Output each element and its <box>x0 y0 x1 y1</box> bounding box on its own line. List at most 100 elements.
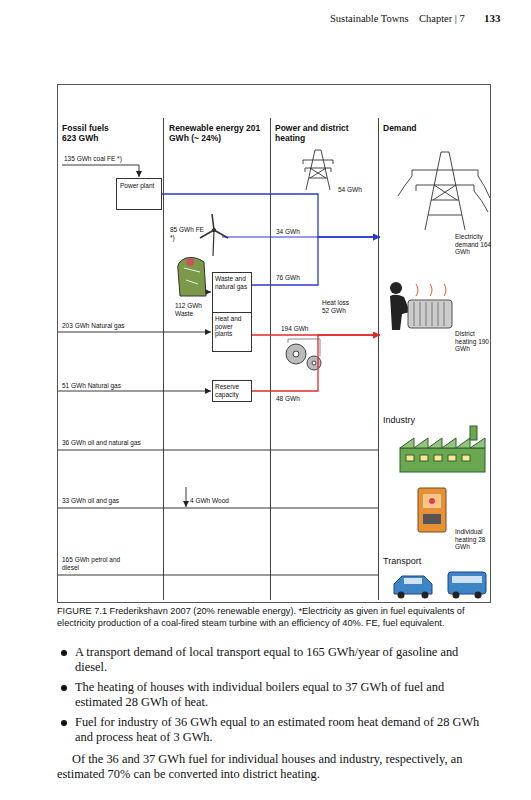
car-icon <box>394 572 486 599</box>
boiler-icon <box>418 488 446 532</box>
car-icon <box>398 592 405 599</box>
flow-label: 36 GWh oil and natural gas <box>62 439 141 447</box>
bullet-text: Fuel for industry of 36 GWh equal to an … <box>75 715 488 745</box>
boiler-icon <box>423 494 441 508</box>
flow-label: 76 GWh <box>276 274 300 282</box>
boiler-icon <box>418 488 446 532</box>
pylon-icon <box>303 150 333 190</box>
column-heading: Renewable energy 201 GWh (~ 24%) <box>169 123 261 143</box>
column-divider <box>164 118 379 600</box>
process-box: Waste and natural gasHeat and power plan… <box>212 272 252 352</box>
heat-loss-icon <box>286 339 321 370</box>
factory-icon <box>434 455 442 461</box>
heat-loss-icon <box>312 361 316 365</box>
fuel-leader-line <box>58 165 378 575</box>
wind-power-line <box>222 236 318 237</box>
flow-label: 203 GWh Natural gas <box>62 322 125 330</box>
demand-node: Transport <box>380 553 495 600</box>
flow-label: 34 GWh <box>276 228 300 236</box>
energy-flow-arrow <box>162 194 380 237</box>
factory-icon <box>420 455 428 461</box>
car-icon <box>448 572 486 594</box>
flow-label: 85 GWh FE *) <box>170 226 210 241</box>
car-icon <box>422 592 429 599</box>
flow-label: Heat loss 52 GWh <box>322 299 358 314</box>
column-divider <box>163 118 164 600</box>
fuel-leader-line <box>58 575 378 576</box>
flow-label: 33 GWh oil and gas <box>62 497 119 505</box>
node-text: District heating 190 GWh <box>455 330 495 353</box>
column-divider <box>270 118 271 600</box>
flow-label: 54 GWh <box>338 186 362 194</box>
factory-icon <box>470 426 477 440</box>
district-heating-icon <box>414 302 444 326</box>
electricity-demand-icon <box>412 152 478 230</box>
factory-icon <box>406 455 470 461</box>
car-icon <box>453 592 460 599</box>
fuel-leader-line <box>58 450 378 451</box>
node-text: Electricity demand 164 GWh <box>455 233 495 256</box>
chapter-number: Chapter | 7 <box>419 13 465 25</box>
fuel-leader-line <box>58 508 378 509</box>
bullet-text: A transport demand of local transport eq… <box>75 645 488 675</box>
factory-icon <box>400 426 485 472</box>
energy-flow-arrow <box>252 237 380 285</box>
body-paragraph: Of the 36 and 37 GWh fuel for individual… <box>57 752 490 782</box>
flow-label: 165 GWh petrol and diesel <box>62 556 132 571</box>
energy-flow-arrow <box>252 335 380 391</box>
figure-caption: FIGURE 7.1 Frederikshavn 2007 (20% renew… <box>57 606 492 629</box>
bullet-text: The heating of houses with individual bo… <box>75 680 488 710</box>
electricity-demand-icon <box>398 152 490 230</box>
wind-turbine-icon <box>212 228 215 231</box>
car-icon <box>475 592 482 599</box>
car-icon <box>452 576 482 583</box>
fuel-leader-line <box>58 391 211 392</box>
node-text: Transport <box>383 556 421 566</box>
waste-bin-icon <box>186 258 194 266</box>
waste-bin-icon <box>178 258 206 297</box>
node-text: Waste and natural gas <box>213 273 251 313</box>
column-divider <box>378 118 379 600</box>
wind-turbine-icon <box>213 230 214 256</box>
process-box: Reserve capacity <box>212 380 252 402</box>
flow-label: 4 GWh Wood <box>190 497 229 505</box>
pylon-icon <box>303 150 333 190</box>
bullet-dot <box>61 650 67 726</box>
district-heating-icon <box>390 282 452 330</box>
wind-turbine-icon <box>200 214 228 238</box>
fuel-leader-line <box>62 165 139 177</box>
flow-label: 135 GWh coal FE *) <box>64 155 122 163</box>
flow-label: 112 GWh Waste <box>175 302 207 317</box>
car-icon <box>404 578 422 584</box>
bullet-dot <box>61 685 67 691</box>
page-number: 133 <box>484 12 501 24</box>
column-heading: Fossil fuels 623 GWh <box>62 123 124 143</box>
fuel-leader-line <box>186 487 187 507</box>
energy-flow-arrow <box>252 334 380 335</box>
car-icon <box>394 576 432 594</box>
node-text: Power plant <box>120 182 158 190</box>
factory-icon <box>462 455 470 461</box>
heat-loss-icon <box>307 356 321 370</box>
node-text: Individual heating 28 GWh <box>455 528 495 551</box>
column-heading: Power and district heating <box>275 123 370 143</box>
factory-icon <box>406 455 414 461</box>
district-heating-icon <box>390 295 410 330</box>
electricity-demand-icon <box>398 176 490 212</box>
demand-node: District heating 190 GWh <box>380 275 495 353</box>
flow-label: 51 GWh Natural gas <box>62 382 121 390</box>
district-heating-icon <box>416 284 446 296</box>
fuel-leader-line <box>58 332 211 333</box>
column-heading: Demand <box>383 123 417 133</box>
waste-bin-icon <box>178 258 206 297</box>
waste-bin-icon <box>184 268 200 284</box>
flow-label: 194 GWh <box>281 325 308 333</box>
node-text: Heat and power plants <box>213 313 251 340</box>
node-text: Reserve capacity <box>215 383 249 398</box>
demand-node: Industry <box>380 412 495 474</box>
factory-icon <box>448 455 456 461</box>
figure-frame <box>58 85 491 603</box>
heat-loss-icon <box>293 351 299 357</box>
